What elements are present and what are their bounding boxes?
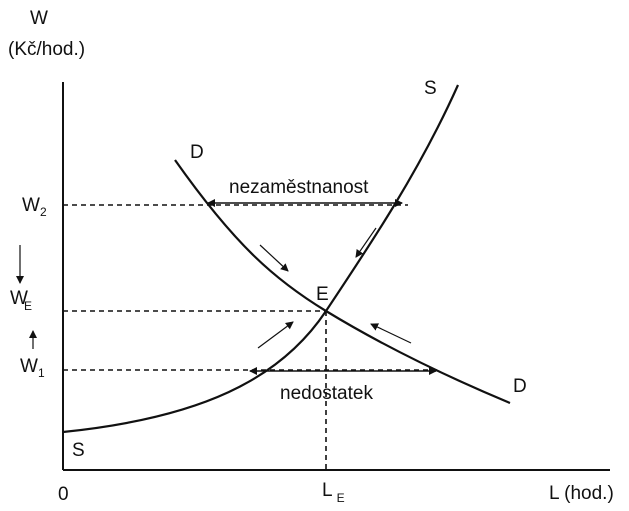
origin-label: 0	[58, 484, 69, 505]
y-axis-title: W	[30, 8, 48, 29]
demand-label-bottom: D	[513, 376, 527, 397]
supply-label-top: S	[424, 78, 437, 99]
adjust-arrow-supply-lower	[257, 321, 294, 349]
we-label: WE	[10, 288, 32, 313]
x-axis-title: L (hod.)	[549, 483, 614, 504]
adjust-arrow-demand-upper	[259, 244, 289, 272]
demand-label-top: D	[190, 142, 204, 163]
unemployment-label: nezaměstnanost	[229, 177, 369, 198]
supply-curve	[62, 84, 460, 434]
shortage-label: nedostatek	[280, 383, 373, 404]
w2-label: W2	[22, 195, 47, 219]
equilibrium-label: E	[316, 284, 329, 305]
w1-label: W1	[20, 356, 45, 380]
adjust-arrow-demand-lower	[370, 323, 412, 344]
demand-curve	[174, 159, 511, 405]
supply-label-bottom: S	[72, 440, 85, 461]
adjust-arrow-supply-upper	[355, 227, 377, 258]
y-axis-unit: (Kč/hod.)	[8, 39, 85, 60]
